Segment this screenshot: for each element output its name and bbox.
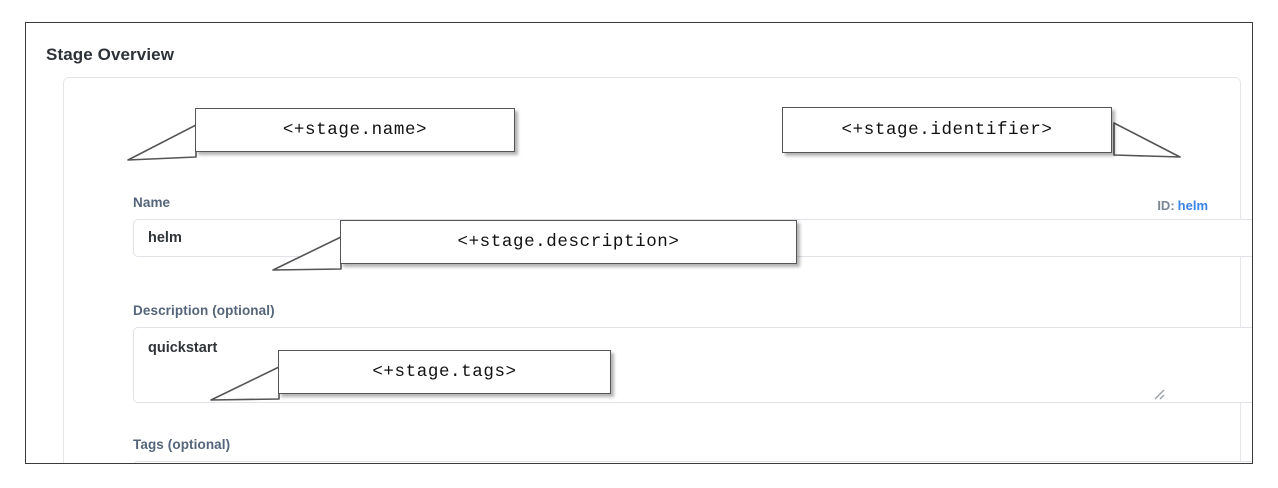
name-field-label: Name [133,195,171,210]
callout-stage-name-text: <+stage.name> [282,120,428,140]
tags-input[interactable]: docs × [133,461,1252,463]
callout-stage-identifier: <+stage.identifier> [782,107,1112,153]
screenshot-frame: Stage Overview Name ID:helm Description … [25,22,1253,464]
callout-stage-description: <+stage.description> [340,220,797,264]
callout-stage-tags-text: <+stage.tags> [372,362,517,382]
callout-stage-tags: <+stage.tags> [278,350,611,394]
callout-stage-description-text: <+stage.description> [457,232,680,252]
callout-stage-name: <+stage.name> [195,108,515,152]
description-field-label: Description (optional) [133,303,275,318]
identifier-label: ID: [1157,198,1175,213]
stage-identifier: ID:helm [1157,198,1208,213]
identifier-value-link[interactable]: helm [1177,198,1208,213]
callout-stage-identifier-text: <+stage.identifier> [841,120,1053,140]
tags-field-label: Tags (optional) [133,437,231,452]
page-title: Stage Overview [46,45,175,64]
